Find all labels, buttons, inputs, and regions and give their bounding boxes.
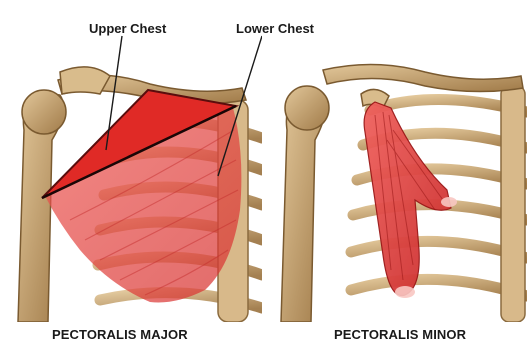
upper-chest-label: Upper Chest <box>89 21 166 36</box>
lower-chest-label: Lower Chest <box>236 21 314 36</box>
pectoralis-major-panel <box>0 0 262 322</box>
clavicle-bone <box>323 64 523 91</box>
pectoralis-minor-illustration <box>265 0 527 322</box>
pectoralis-major-illustration <box>0 0 262 322</box>
sternum <box>501 86 525 322</box>
pectoralis-minor-panel <box>265 0 527 322</box>
acromion <box>60 67 110 94</box>
tendon-end <box>395 286 415 298</box>
humeral-head <box>22 90 66 134</box>
humeral-head <box>285 86 329 130</box>
pectoralis-major-caption: PECTORALIS MAJOR <box>52 327 188 342</box>
pectoralis-minor-caption: PECTORALIS MINOR <box>334 327 466 342</box>
tendon-end <box>441 197 457 207</box>
